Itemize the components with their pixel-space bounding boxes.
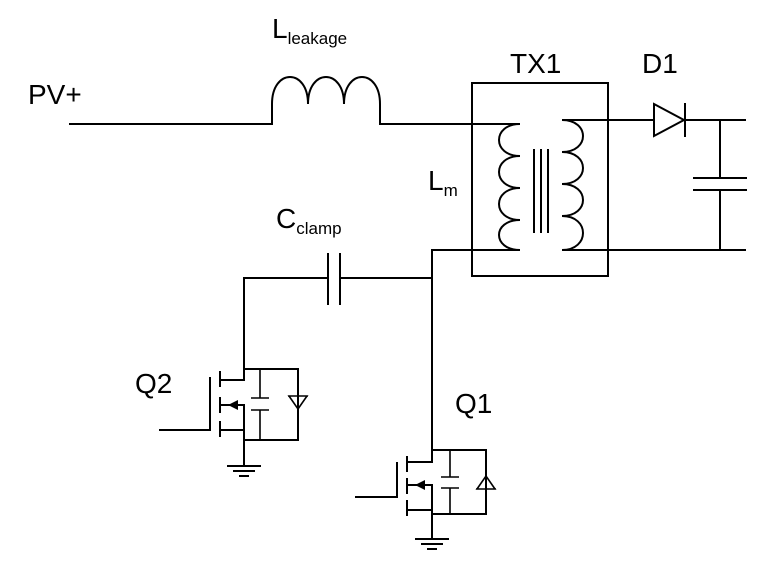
leakage-inductor bbox=[271, 76, 381, 125]
ground-symbol bbox=[415, 538, 449, 550]
clamp-capacitor bbox=[327, 253, 341, 305]
pv-plus-label: PV+ bbox=[28, 79, 82, 110]
output-wires bbox=[607, 119, 746, 251]
transformer-tx1 bbox=[471, 82, 609, 277]
diode-d1 bbox=[653, 102, 687, 138]
mosfet-q2 bbox=[159, 361, 309, 466]
clamp-capacitor-label: Cclamp bbox=[276, 203, 342, 238]
ground-symbol bbox=[227, 465, 261, 477]
magnetizing-inductance-label: Lm bbox=[428, 165, 458, 200]
q2-label: Q2 bbox=[135, 368, 172, 399]
tx1-label: TX1 bbox=[510, 48, 561, 79]
q1-label: Q1 bbox=[455, 388, 492, 419]
switch-node-wire bbox=[243, 249, 473, 451]
leakage-inductor-label: Lleakage bbox=[272, 13, 347, 48]
mosfet-q1 bbox=[355, 449, 497, 539]
d1-label: D1 bbox=[642, 48, 678, 79]
output-capacitor bbox=[693, 177, 747, 191]
